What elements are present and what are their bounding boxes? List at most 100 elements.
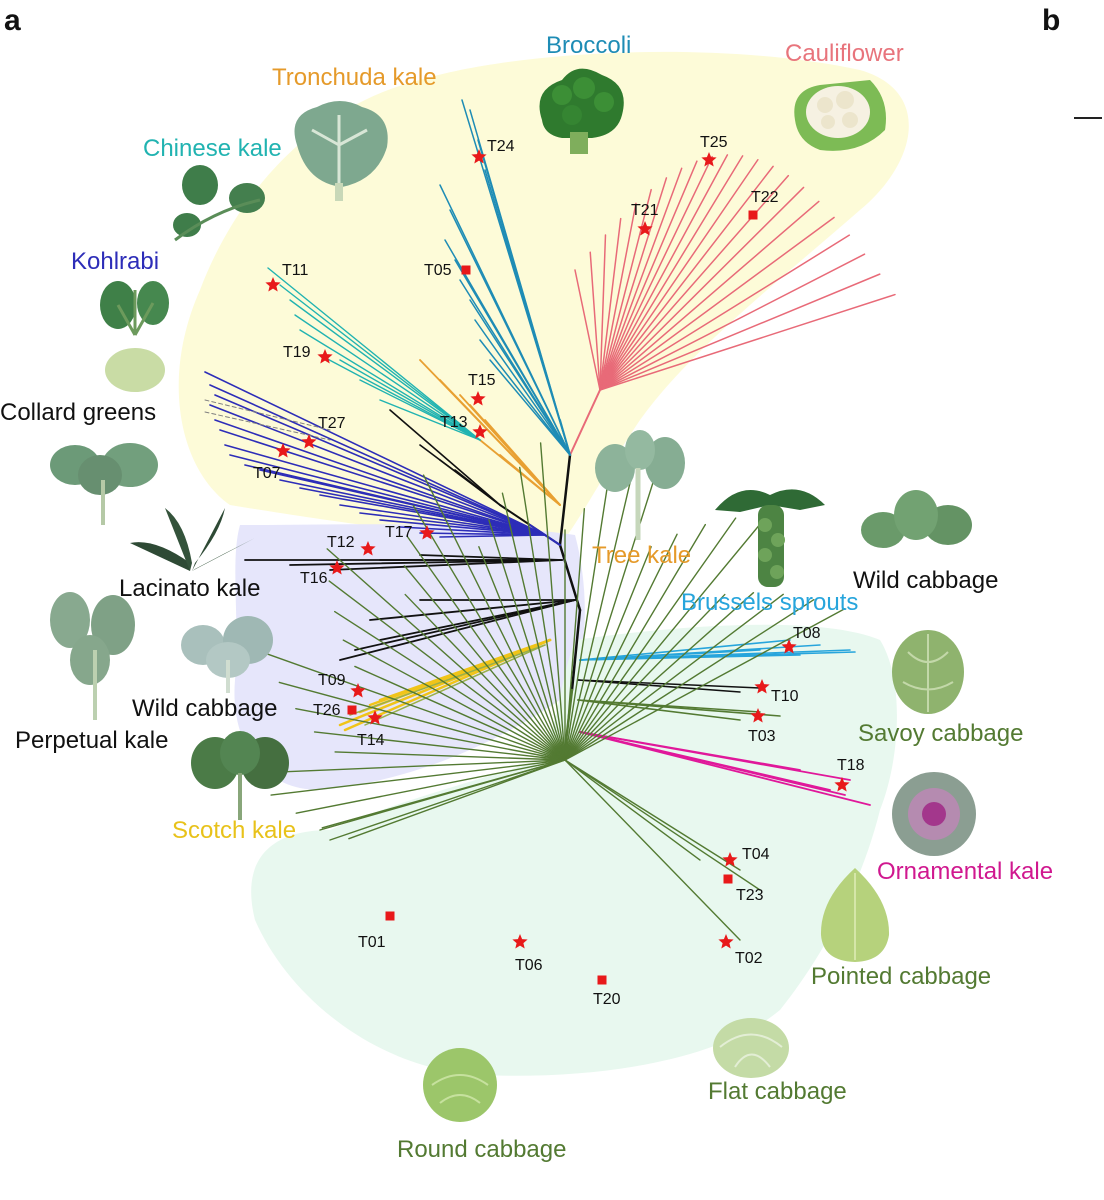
cabbage-branch: [329, 759, 566, 841]
kohlrabi-branch: [219, 429, 546, 536]
cauliflower-branch: [589, 251, 601, 391]
brussels-branch: [579, 639, 791, 661]
kohlrabi-branch: [209, 384, 546, 536]
label-ornamental-kale: Ornamental kale: [877, 858, 1054, 885]
broccoli-branch: [449, 209, 571, 456]
brussels-branch: [579, 654, 801, 661]
cauliflower-branch: [599, 217, 622, 391]
label-flat-cabbage: Flat cabbage: [708, 1078, 847, 1105]
cabbage-branch: [564, 593, 784, 761]
label-kohlrabi: Kohlrabi: [71, 248, 160, 275]
chinese-kale-image: [173, 165, 265, 242]
sample-marker-t25: [701, 152, 717, 167]
label-pointed-cabbage: Pointed cabbage: [811, 963, 992, 990]
lacinato-kale-image: [130, 508, 255, 571]
sample-marker-t16: [329, 560, 345, 575]
cabbage-branch: [422, 474, 566, 761]
sample-label-t21: T21: [631, 202, 659, 219]
wild-cabbage-branch: [379, 599, 576, 641]
kohlrabi-branch: [359, 512, 546, 536]
scotch-kale-branch: [349, 644, 546, 716]
panel-letter-b: b: [1042, 4, 1061, 37]
perpetual-kale-image: [50, 592, 135, 720]
sample-label-t03: T03: [748, 728, 776, 745]
cauliflower-branch: [599, 159, 759, 391]
kohlrabi-branch: [399, 526, 546, 536]
sample-marker-t15: [470, 391, 486, 406]
sample-label-t23: T23: [736, 887, 764, 904]
cabbage-branch: [564, 471, 634, 761]
backbone-branch: [570, 608, 582, 692]
cauliflower-branch: [599, 234, 607, 391]
cauliflower-branch: [599, 216, 835, 391]
cabbage-branch: [564, 608, 846, 761]
label-wild-cabbage-left: Wild cabbage: [132, 695, 278, 722]
cabbage-branch: [488, 519, 566, 761]
collard-branch: [389, 409, 501, 506]
wild-cabbage-left-image: [181, 616, 273, 693]
sample-marker-t01: [385, 911, 395, 921]
kohlrabi-branch: [229, 454, 546, 536]
chinese-kale-branch: [319, 354, 481, 441]
sample-marker-t07: [275, 443, 291, 458]
cabbage-branch: [564, 523, 706, 761]
sample-marker-t17: [419, 525, 435, 540]
label-brussels-sprouts: Brussels sprouts: [681, 589, 859, 616]
chinese-kale-branch: [289, 299, 481, 441]
sample-label-t24: T24: [487, 138, 515, 155]
cabbage-branch: [270, 759, 566, 796]
sample-label-t07: T07: [253, 465, 281, 482]
scotch-kale-image: [191, 731, 289, 820]
kohlrabi-dashed-branch: [204, 399, 331, 431]
sample-label-t04: T04: [742, 846, 770, 863]
sample-marker-t08: [781, 639, 797, 654]
broccoli-branch: [489, 359, 571, 456]
sample-label-t25: T25: [700, 134, 728, 151]
cabbage-branch: [539, 442, 566, 761]
sample-label-t20: T20: [593, 991, 621, 1008]
kohlrabi-branch: [259, 469, 546, 536]
sample-label-t12: T12: [327, 534, 355, 551]
sample-label-t17: T17: [385, 524, 413, 541]
tree-branches: [204, 99, 896, 941]
label-savoy-cabbage: Savoy cabbage: [858, 720, 1024, 747]
panel-letter-a: a: [4, 4, 21, 37]
sample-label-t19: T19: [283, 344, 311, 361]
ornamental-kale-image: [892, 772, 976, 856]
sample-label-t08: T08: [793, 625, 821, 642]
backbone-branch: [569, 389, 601, 456]
ornamental-branch: [579, 731, 871, 806]
cauliflower-branch: [599, 253, 866, 391]
sample-label-t01: T01: [358, 934, 386, 951]
label-scotch-kale: Scotch kale: [172, 817, 297, 844]
sample-label-t05: T05: [424, 262, 452, 279]
sample-marker-t26: [347, 705, 357, 715]
sample-marker-t13: [472, 424, 488, 439]
right-black-branch: [577, 679, 761, 689]
wild-cabbage-right-image: [861, 490, 972, 548]
cabbage-branch: [564, 517, 737, 761]
kohlrabi-branch: [209, 404, 546, 536]
cauliflower-branch: [599, 186, 805, 391]
cauliflower-branch: [599, 155, 713, 391]
cabbage-branch: [319, 759, 566, 831]
tronchuda-kale-image: [294, 101, 388, 201]
sample-marker-t22: [748, 210, 758, 220]
cauliflower-branch: [599, 167, 683, 391]
sample-marker-t09: [350, 683, 366, 698]
kohlrabi-branch: [214, 394, 546, 536]
cabbage-branch: [564, 759, 741, 941]
kohlrabi-branch: [379, 519, 546, 536]
sample-marker-t12: [360, 541, 376, 556]
label-chinese-kale: Chinese kale: [143, 135, 282, 162]
sample-marker-t02: [718, 934, 734, 949]
chinese-kale-branch: [359, 379, 481, 441]
right-black-branch: [577, 679, 741, 693]
cauliflower-branch: [599, 188, 652, 391]
sample-marker-t05: [461, 265, 471, 275]
cabbage-branch: [564, 759, 701, 861]
chinese-kale-branch: [294, 314, 481, 441]
cauliflower-branch: [599, 165, 774, 391]
label-round-cabbage: Round cabbage: [397, 1136, 567, 1163]
lacinato-branch: [329, 559, 563, 571]
